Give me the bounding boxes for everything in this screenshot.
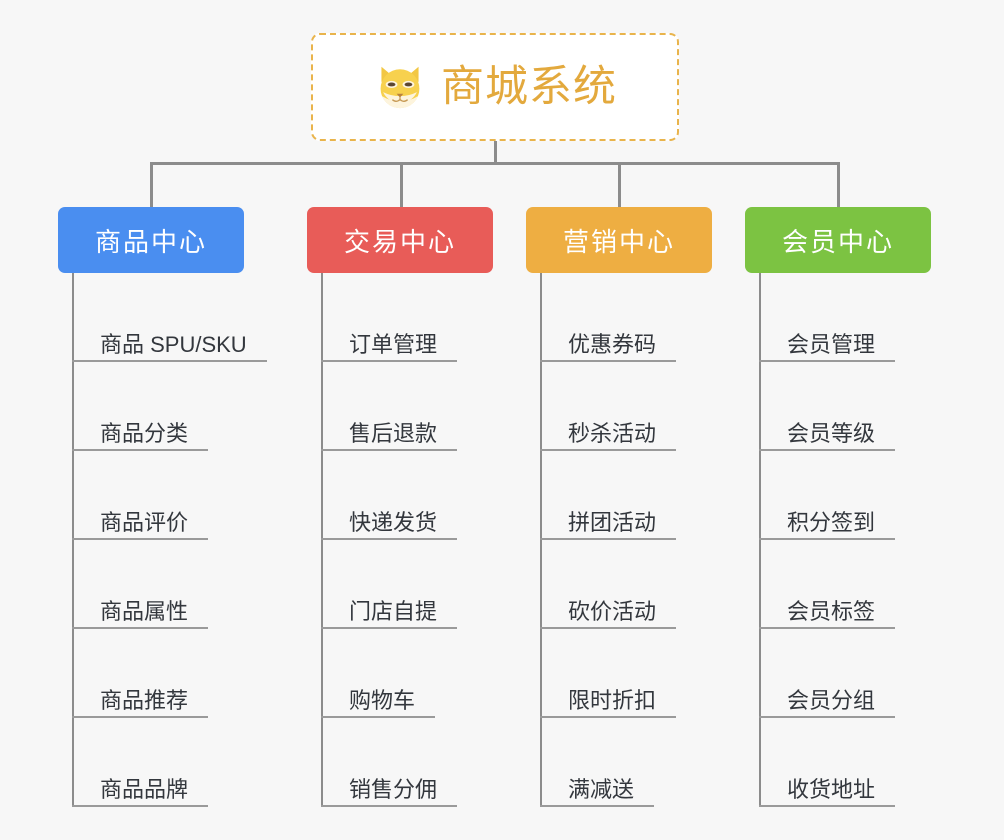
leaf-label: 门店自提 bbox=[321, 599, 458, 629]
list-item[interactable]: 商品分类 bbox=[72, 362, 322, 451]
list-item[interactable]: 销售分佣 bbox=[321, 718, 571, 807]
leaf-label: 快递发货 bbox=[321, 510, 458, 540]
list-item[interactable]: 商品 SPU/SKU bbox=[72, 273, 322, 362]
branch-header-label-2: 交易中心 bbox=[343, 226, 456, 257]
list-item[interactable]: 快递发货 bbox=[321, 451, 571, 540]
list-item[interactable]: 购物车 bbox=[321, 629, 571, 718]
leaf-label: 商品评价 bbox=[72, 510, 209, 540]
leaf-label: 收货地址 bbox=[759, 777, 896, 807]
list-item[interactable]: 商品属性 bbox=[72, 540, 322, 629]
connector-drop-2 bbox=[400, 162, 403, 208]
list-item[interactable]: 秒杀活动 bbox=[540, 362, 790, 451]
leaf-label: 售后退款 bbox=[321, 421, 458, 451]
connector-drop-4 bbox=[837, 162, 840, 208]
connector-root-stem bbox=[494, 141, 497, 165]
leaf-label: 商品属性 bbox=[72, 599, 209, 629]
connector-drop-1 bbox=[150, 162, 153, 208]
leaf-label: 会员等级 bbox=[759, 421, 896, 451]
leaf-label: 商品 SPU/SKU bbox=[72, 332, 267, 362]
leaf-label: 商品推荐 bbox=[72, 688, 209, 718]
leaf-label: 订单管理 bbox=[321, 332, 458, 362]
list-item[interactable]: 售后退款 bbox=[321, 362, 571, 451]
leaf-label: 秒杀活动 bbox=[540, 421, 677, 451]
branch-item-list-2: 订单管理 售后退款 快递发货 门店自提 购物车 销售分佣 bbox=[321, 273, 571, 807]
branch-spine-4 bbox=[759, 273, 761, 807]
list-item[interactable]: 商品评价 bbox=[72, 451, 322, 540]
branch-item-list-3: 优惠券码 秒杀活动 拼团活动 砍价活动 限时折扣 满减送 bbox=[540, 273, 790, 807]
branch-header-label-4: 会员中心 bbox=[781, 226, 894, 257]
branch-item-list-1: 商品 SPU/SKU 商品分类 商品评价 商品属性 商品推荐 商品品牌 bbox=[72, 273, 322, 807]
shiba-dog-emoji-icon bbox=[380, 66, 420, 109]
leaf-label: 商品分类 bbox=[72, 421, 209, 451]
list-item[interactable]: 砍价活动 bbox=[540, 540, 790, 629]
list-item[interactable]: 积分签到 bbox=[759, 451, 1004, 540]
leaf-label: 会员分组 bbox=[759, 688, 896, 718]
leaf-label: 商品品牌 bbox=[72, 777, 209, 807]
list-item[interactable]: 订单管理 bbox=[321, 273, 571, 362]
list-item[interactable]: 优惠券码 bbox=[540, 273, 790, 362]
branch-header-3[interactable]: 营销中心 bbox=[526, 207, 712, 273]
branch-spine-3 bbox=[540, 273, 542, 807]
branch-item-list-4: 会员管理 会员等级 积分签到 会员标签 会员分组 收货地址 bbox=[759, 273, 1004, 807]
list-item[interactable]: 会员分组 bbox=[759, 629, 1004, 718]
list-item[interactable]: 限时折扣 bbox=[540, 629, 790, 718]
list-item[interactable]: 商品品牌 bbox=[72, 718, 322, 807]
leaf-label: 会员标签 bbox=[759, 599, 896, 629]
list-item[interactable]: 商品推荐 bbox=[72, 629, 322, 718]
connector-drop-3 bbox=[618, 162, 621, 208]
leaf-label: 限时折扣 bbox=[540, 688, 677, 718]
list-item[interactable]: 满减送 bbox=[540, 718, 790, 807]
list-item[interactable]: 收货地址 bbox=[759, 718, 1004, 807]
root-title: 商城系统 bbox=[441, 62, 617, 111]
connector-horizontal-bus bbox=[151, 162, 839, 165]
leaf-label: 拼团活动 bbox=[540, 510, 677, 540]
leaf-label: 购物车 bbox=[321, 688, 436, 718]
branch-header-label-3: 营销中心 bbox=[562, 226, 675, 257]
list-item[interactable]: 会员等级 bbox=[759, 362, 1004, 451]
leaf-label: 会员管理 bbox=[759, 332, 896, 362]
branch-header-4[interactable]: 会员中心 bbox=[745, 207, 931, 273]
list-item[interactable]: 门店自提 bbox=[321, 540, 571, 629]
list-item[interactable]: 拼团活动 bbox=[540, 451, 790, 540]
branch-header-label-1: 商品中心 bbox=[94, 226, 207, 257]
leaf-label: 销售分佣 bbox=[321, 777, 458, 807]
list-item[interactable]: 会员管理 bbox=[759, 273, 1004, 362]
branch-spine-1 bbox=[72, 273, 74, 807]
branch-header-2[interactable]: 交易中心 bbox=[307, 207, 493, 273]
leaf-label: 积分签到 bbox=[759, 510, 896, 540]
leaf-label: 优惠券码 bbox=[540, 332, 677, 362]
root-node[interactable]: 商城系统 bbox=[311, 33, 679, 141]
leaf-label: 满减送 bbox=[540, 777, 655, 807]
leaf-label: 砍价活动 bbox=[540, 599, 677, 629]
branch-header-1[interactable]: 商品中心 bbox=[58, 207, 244, 273]
branch-spine-2 bbox=[321, 273, 323, 807]
list-item[interactable]: 会员标签 bbox=[759, 540, 1004, 629]
